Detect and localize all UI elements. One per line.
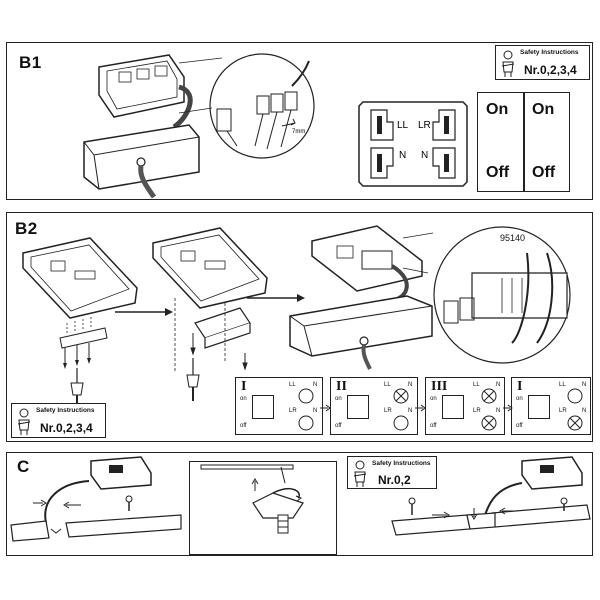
safety-title: Safety Instructions bbox=[372, 460, 431, 467]
lamp-n2: N bbox=[408, 408, 413, 414]
lamp-bottom-label: LR bbox=[473, 408, 481, 414]
luminaire-base-step2 bbox=[152, 227, 268, 401]
arrow-right-step2 bbox=[247, 294, 305, 302]
switch-left-off: Off bbox=[486, 164, 510, 181]
step-arrows bbox=[320, 404, 513, 412]
person-reading-icon bbox=[353, 460, 367, 487]
lamp-on-icon bbox=[393, 388, 409, 404]
switch-rocker bbox=[347, 395, 369, 419]
coupler-detail-box bbox=[189, 461, 337, 555]
lamp-bottom-label: LR bbox=[384, 408, 392, 414]
section-label-b2: B2 bbox=[15, 219, 38, 238]
lamp-on-icon bbox=[567, 415, 583, 431]
lamp-off-icon bbox=[393, 415, 409, 431]
terminal-label-lr: LR bbox=[418, 120, 431, 131]
safety-number: Nr.0,2,3,4 bbox=[40, 421, 93, 435]
lamp-on-icon bbox=[481, 388, 497, 404]
lamp-off-icon bbox=[567, 388, 583, 404]
lamp-top-label: LL bbox=[559, 382, 566, 388]
switch-rocker bbox=[528, 395, 550, 419]
dimension-label: 7mm bbox=[292, 129, 305, 135]
step-roman: I bbox=[241, 379, 247, 394]
lamp-bottom-label: LR bbox=[559, 408, 567, 414]
track-connection-right bbox=[391, 456, 591, 536]
switch-right-off: Off bbox=[532, 164, 556, 181]
model-number: 95140 bbox=[500, 233, 526, 243]
lamp-n2: N bbox=[582, 408, 587, 414]
arrow-right-step1 bbox=[115, 308, 173, 316]
track-connection-left bbox=[10, 456, 182, 542]
switch-left-on: On bbox=[486, 101, 509, 118]
b2-wiring-magnifier bbox=[433, 226, 571, 364]
switch-divider bbox=[523, 93, 525, 191]
person-reading-icon bbox=[17, 408, 31, 435]
luminaire-base-drawing bbox=[83, 54, 200, 199]
safety-instructions-b1: Safety Instructions Nr.0,2,3,4 bbox=[495, 45, 590, 80]
luminaire-base-step1 bbox=[22, 237, 138, 409]
panel-b2: B2 bbox=[6, 212, 593, 442]
step-roman: I bbox=[517, 379, 523, 394]
step-on: on bbox=[430, 396, 437, 402]
safety-number: Nr.0,2,3,4 bbox=[524, 63, 577, 77]
switch-rocker bbox=[252, 395, 274, 419]
lamp-top-label: LL bbox=[289, 382, 296, 388]
lamp-off-icon bbox=[298, 388, 314, 404]
section-label-b1: B1 bbox=[19, 53, 42, 72]
step-on: on bbox=[240, 396, 247, 402]
safety-instructions-c: Safety Instructions Nr.0,2 bbox=[347, 456, 437, 489]
lamp-n1: N bbox=[582, 382, 587, 388]
coupler-detail-drawing bbox=[200, 464, 304, 534]
lamp-off-icon bbox=[298, 415, 314, 431]
terminal-label-n-right: N bbox=[421, 150, 428, 161]
switch-rocker bbox=[442, 395, 464, 419]
step-roman: III bbox=[431, 379, 448, 394]
step-off: off bbox=[430, 423, 437, 429]
wiring-detail-magnifier: 7mm bbox=[209, 53, 315, 159]
terminal-block-diagram: LL LR N N bbox=[358, 101, 468, 187]
lamp-on-icon bbox=[481, 415, 497, 431]
step-on: on bbox=[335, 396, 342, 402]
double-switch-panel: On On Off Off bbox=[477, 92, 570, 192]
person-reading-icon bbox=[501, 50, 515, 77]
section-label-c: C bbox=[17, 457, 30, 476]
switch-step-3: III on off LL N LR N bbox=[425, 377, 505, 435]
lamp-bottom-label: LR bbox=[289, 408, 297, 414]
magnifier-leader-lines bbox=[178, 57, 223, 114]
switch-right-on: On bbox=[532, 101, 555, 118]
b2-leader-lines bbox=[402, 232, 434, 274]
safety-number: Nr.0,2 bbox=[378, 473, 411, 487]
panel-b1: B1 Safety Instructions Nr.0,2,3,4 bbox=[6, 42, 593, 200]
switch-step-2: II on off LL N LR N bbox=[330, 377, 418, 435]
switch-step-1: I on off LL N LR N bbox=[235, 377, 323, 435]
step-off: off bbox=[516, 423, 523, 429]
terminal-label-n-left: N bbox=[399, 150, 406, 161]
step-roman: II bbox=[336, 379, 347, 394]
lamp-n1: N bbox=[313, 382, 318, 388]
lamp-n2: N bbox=[496, 408, 501, 414]
safety-title: Safety Instructions bbox=[36, 407, 95, 414]
safety-instructions-b2: Safety Instructions Nr.0,2,3,4 bbox=[11, 403, 106, 438]
lamp-n1: N bbox=[408, 382, 413, 388]
lamp-n2: N bbox=[313, 408, 318, 414]
step-off: off bbox=[240, 423, 247, 429]
switch-step-4: I on off LL N LR N bbox=[511, 377, 591, 435]
step-off: off bbox=[335, 423, 342, 429]
panel-c: C Safety Instructions Nr.0,2 bbox=[6, 452, 593, 556]
lamp-top-label: LL bbox=[473, 382, 480, 388]
step-on: on bbox=[516, 396, 523, 402]
terminal-label-ll: LL bbox=[397, 120, 409, 131]
lamp-top-label: LL bbox=[384, 382, 391, 388]
luminaire-assembled-step3 bbox=[289, 225, 433, 370]
safety-title: Safety Instructions bbox=[520, 49, 579, 56]
lamp-n1: N bbox=[496, 382, 501, 388]
